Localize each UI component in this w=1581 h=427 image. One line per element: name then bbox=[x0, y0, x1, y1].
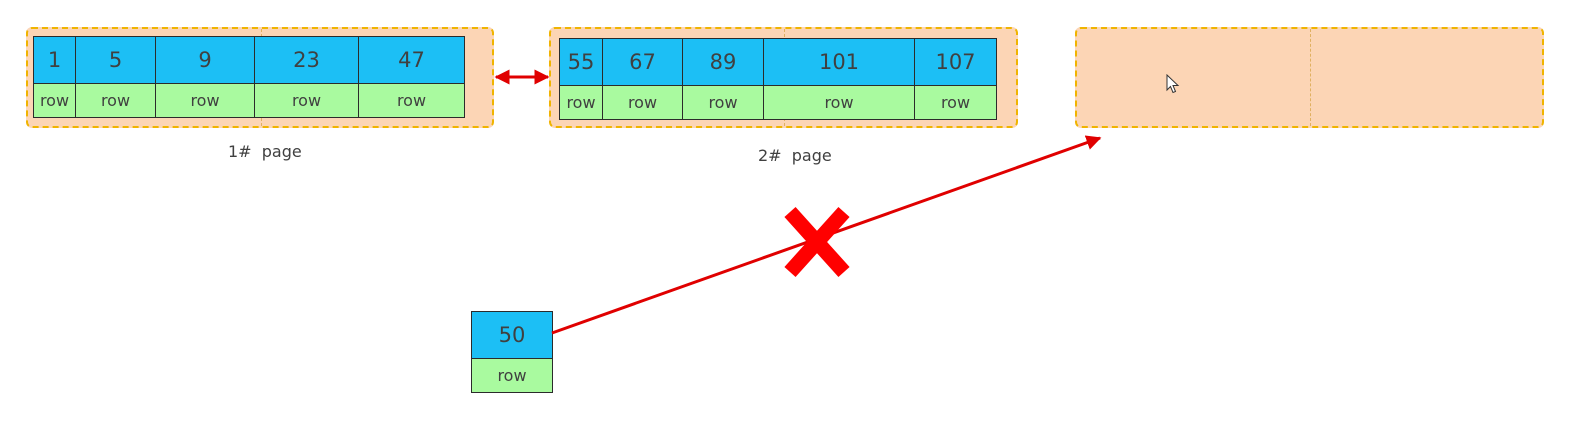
mouse-cursor-icon bbox=[1166, 74, 1180, 94]
record-key: 107 bbox=[914, 38, 997, 86]
page-2-key-row: 55 67 89 101 107 bbox=[559, 38, 997, 86]
record-key: 50 bbox=[471, 311, 553, 359]
record-key: 1 bbox=[33, 36, 76, 84]
record-row: row bbox=[471, 358, 553, 393]
page-3-container bbox=[1075, 27, 1544, 128]
record-row: row bbox=[75, 83, 156, 118]
page-2-row-row: row row row row row bbox=[559, 85, 997, 120]
record-key: 9 bbox=[155, 36, 255, 84]
record-key: 55 bbox=[559, 38, 603, 86]
record-row: row bbox=[763, 85, 915, 120]
new-record: 50 row bbox=[471, 311, 553, 393]
record-row: row bbox=[33, 83, 76, 118]
record-row: row bbox=[155, 83, 255, 118]
page-2-records: 55 67 89 101 107 row row row row row bbox=[559, 38, 997, 120]
record-key: 101 bbox=[763, 38, 915, 86]
record-row: row bbox=[682, 85, 764, 120]
page-3-divider bbox=[1310, 29, 1311, 126]
cross-icon bbox=[784, 206, 850, 278]
record-row: row bbox=[602, 85, 683, 120]
record-key: 89 bbox=[682, 38, 764, 86]
record-key: 23 bbox=[254, 36, 359, 84]
record-row: row bbox=[254, 83, 359, 118]
record-key: 47 bbox=[358, 36, 465, 84]
page-1-row-row: row row row row row bbox=[33, 83, 465, 118]
record-row: row bbox=[358, 83, 465, 118]
page-1-records: 1 5 9 23 47 row row row row row bbox=[33, 36, 465, 118]
page-2-caption: 2# page bbox=[758, 146, 832, 165]
page-1-key-row: 1 5 9 23 47 bbox=[33, 36, 465, 84]
page-1-caption: 1# page bbox=[228, 142, 302, 161]
record-row: row bbox=[559, 85, 603, 120]
new-record-row-row: row bbox=[471, 358, 553, 393]
new-record-key-row: 50 bbox=[471, 311, 553, 359]
record-row: row bbox=[914, 85, 997, 120]
